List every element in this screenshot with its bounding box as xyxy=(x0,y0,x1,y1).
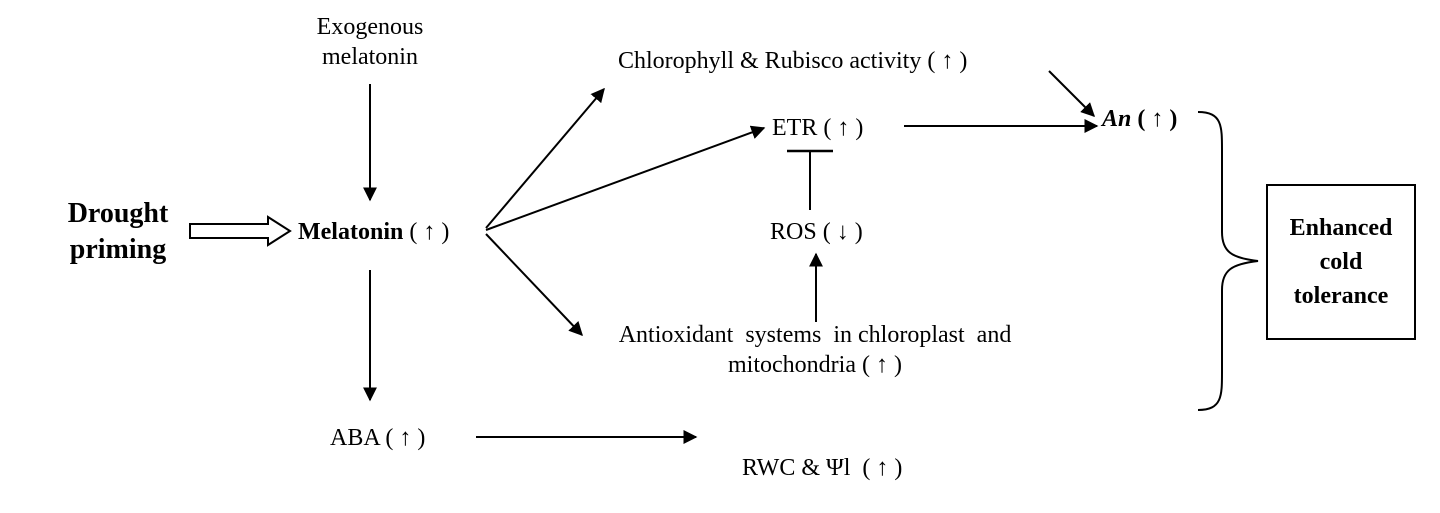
antioxidant-line1: Antioxidant systems in chloroplast and xyxy=(618,322,1012,348)
etr-close: ) xyxy=(849,115,864,141)
aba-label: ABA ( xyxy=(330,425,400,451)
an-close: ) xyxy=(1163,106,1178,132)
melatonin-up-arrow-icon: ↑ xyxy=(423,219,436,245)
edge-chlorophyll-to-an xyxy=(1048,70,1095,117)
exogenous-line2: melatonin xyxy=(322,44,418,70)
antioxidant-close: ) xyxy=(887,352,902,378)
drought-priming-label: Drought priming xyxy=(52,196,184,268)
exogenous-line1: Exogenous xyxy=(316,14,424,40)
rwc-label: RWC & Ψl ( xyxy=(742,455,877,481)
enhanced-line2: cold xyxy=(1319,249,1363,275)
ros-label: ROS ( xyxy=(770,219,837,245)
edge-drought-to-melatonin xyxy=(189,215,292,247)
drought-line1: Drought xyxy=(67,198,169,229)
melatonin-paren-close: ) xyxy=(435,219,450,245)
edges-layer xyxy=(189,70,1259,444)
chlorophyll-close: ) xyxy=(953,48,968,74)
an-open: ( xyxy=(1131,106,1152,132)
etr-up-arrow-icon: ↑ xyxy=(837,115,850,141)
chlorophyll-rubisco-node: Chlorophyll & Rubisco activity ( ↑ ) xyxy=(618,46,967,76)
diagram: Exogenous melatonin Drought priming Mela… xyxy=(52,12,1416,481)
etr-node: ETR ( ↑ ) xyxy=(772,113,863,143)
melatonin-paren-open: ( xyxy=(403,219,418,245)
antioxidant-up-arrow-icon: ↑ xyxy=(875,352,888,378)
enhanced-line3: tolerance xyxy=(1293,283,1389,309)
edge-melatonin-to-antioxidant xyxy=(485,233,583,337)
rwc-up-arrow-icon: ↑ xyxy=(876,455,889,481)
rwc-close: ) xyxy=(888,455,903,481)
edge-melatonin-to-chlorophyll xyxy=(485,87,605,229)
aba-node: ABA ( ↑ ) xyxy=(330,423,425,453)
melatonin-label: Melatonin xyxy=(298,219,404,245)
rwc-node: RWC & Ψl ( ↑ ) xyxy=(718,423,902,513)
an-node: An ( ↑ ) xyxy=(1102,104,1177,134)
antioxidant-node: Antioxidant systems in chloroplast and m… xyxy=(590,320,1040,380)
enhanced-line1: Enhanced xyxy=(1289,215,1393,241)
curly-brace xyxy=(1197,111,1259,411)
chlorophyll-label: Chlorophyll & Rubisco activity ( xyxy=(618,48,942,74)
chlorophyll-up-arrow-icon: ↑ xyxy=(941,48,954,74)
melatonin-node: Melatonin ( ↑ ) xyxy=(298,217,449,247)
antioxidant-line2-label: mitochondria ( xyxy=(728,352,876,378)
antioxidant-line2: mitochondria ( ↑ ) xyxy=(590,350,1040,380)
ros-node: ROS ( ↓ ) xyxy=(770,217,863,247)
ros-close: ) xyxy=(848,219,863,245)
enhanced-cold-tolerance-box: Enhanced cold tolerance xyxy=(1266,184,1416,340)
exogenous-melatonin-label: Exogenous melatonin xyxy=(305,12,435,72)
etr-label: ETR ( xyxy=(772,115,838,141)
ros-down-arrow-icon: ↓ xyxy=(836,219,849,245)
edge-melatonin-to-etr xyxy=(485,125,766,231)
aba-close: ) xyxy=(411,425,426,451)
an-label: An xyxy=(1102,106,1132,132)
aba-up-arrow-icon: ↑ xyxy=(399,425,412,451)
an-up-arrow-icon: ↑ xyxy=(1151,106,1164,132)
drought-line2: priming xyxy=(69,234,167,265)
